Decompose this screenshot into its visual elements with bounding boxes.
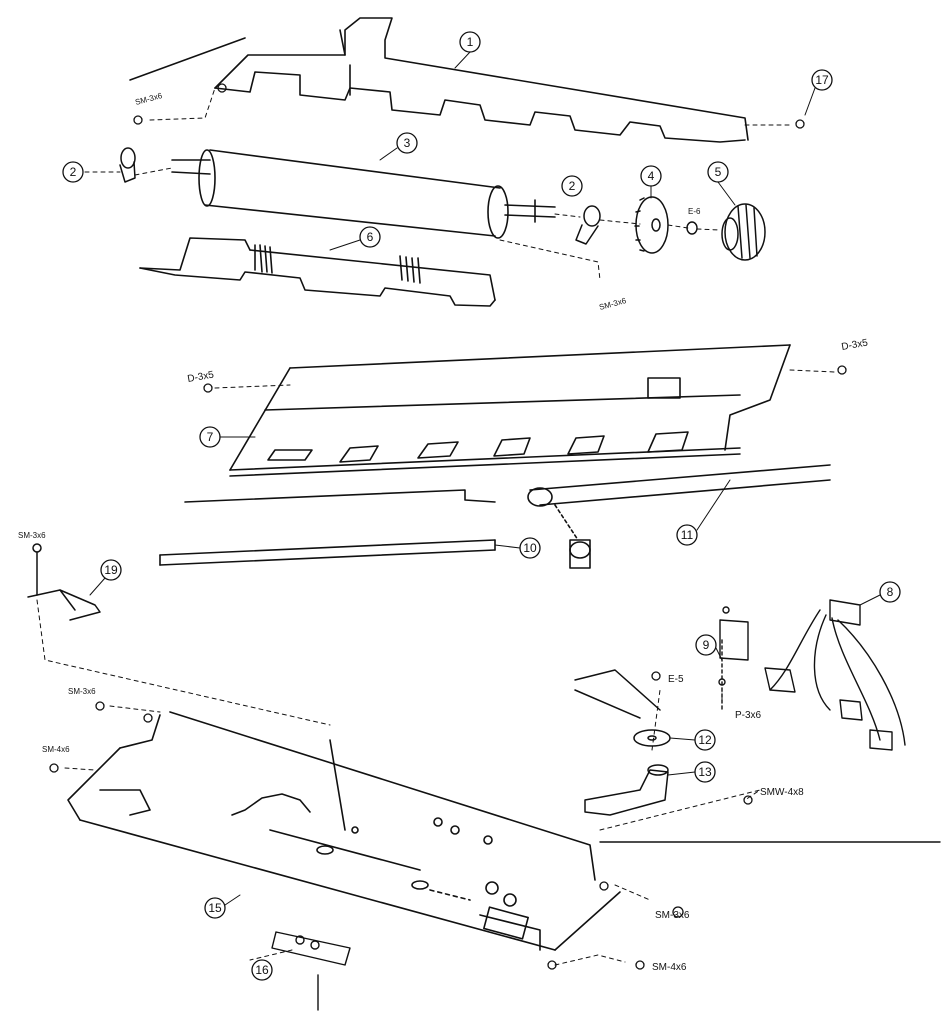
callout-7-label: 7 [207, 430, 214, 444]
callout-2-right: 2 [561, 175, 583, 197]
part-12-washer [574, 669, 671, 747]
callout-1-label: 1 [467, 35, 474, 49]
callout-4-label: 4 [648, 169, 655, 183]
part-15-chassis [67, 711, 621, 951]
label-smw4x8: SMW-4x8 [760, 787, 804, 798]
callout-17: 17 [804, 69, 833, 116]
callout-13-label: 13 [698, 765, 712, 779]
callout-11: 11 [676, 479, 731, 546]
callout-3: 3 [379, 132, 418, 161]
callout-11-label: 11 [681, 528, 694, 542]
part-1-upper-paper-guide [129, 17, 749, 143]
part-10-plate [159, 489, 496, 566]
part-13-lever [584, 764, 669, 816]
callout-9: 9 [695, 634, 723, 661]
callout-9-label: 9 [703, 638, 710, 652]
part-9-switch [718, 606, 749, 711]
callout-8: 8 [859, 581, 901, 606]
callout-2-right-label: 2 [569, 179, 576, 193]
label-sm4x6-left: SM-4x6 [42, 745, 70, 754]
callout-5: 5 [707, 161, 736, 206]
callout-16: 16 [251, 959, 273, 981]
callout-16-label: 16 [255, 963, 269, 977]
callout-19: 19 [89, 559, 122, 596]
callout-6-label: 6 [367, 230, 374, 244]
label-sm4x6-bottom: SM-4x6 [652, 962, 687, 973]
part-16-bracket [271, 931, 351, 1011]
callout-3-label: 3 [404, 136, 411, 150]
part-2-bushing-right [575, 205, 601, 245]
label-sm3x6-roller: SM-3x6 [598, 296, 627, 312]
callout-7: 7 [199, 426, 256, 448]
label-p3x6: P-3x6 [735, 710, 762, 721]
part-11-shaft [527, 464, 831, 569]
part-2-bushing-left [119, 147, 136, 183]
callout-4: 4 [640, 165, 662, 199]
callout-12-label: 12 [698, 733, 712, 747]
callout-8-label: 8 [887, 585, 894, 599]
callout-12: 12 [669, 729, 716, 751]
e6-retaining-ring [686, 221, 698, 235]
callout-15: 15 [204, 894, 241, 919]
part-3-platen-roller [171, 149, 556, 239]
label-sm3x6-right: SM-3x6 [655, 910, 690, 921]
callout-5-label: 5 [715, 165, 722, 179]
callout-2-left: 2 [62, 161, 84, 183]
callout-2-left-label: 2 [70, 165, 77, 179]
part-5-knob [721, 203, 766, 261]
label-sm3x6-chassis: SM-3x6 [68, 687, 96, 696]
label-sm3x6-bracket: SM-3x6 [18, 531, 46, 540]
label-d3x5-left: D-3x5 [187, 369, 216, 385]
callout-19-label: 19 [104, 563, 118, 577]
part-19-clip [27, 543, 101, 621]
callout-1: 1 [454, 31, 481, 69]
part-8-harness [764, 599, 906, 751]
label-sm3x6-top: SM-3x6 [134, 91, 163, 107]
label-e5: E-5 [668, 674, 684, 685]
callout-17-label: 17 [815, 73, 829, 87]
callouts: 1 2 2 3 4 5 6 [62, 31, 901, 981]
part-7-paper-table [229, 344, 791, 477]
screws [49, 83, 847, 970]
callout-10-label: 10 [523, 541, 537, 555]
part-4-gear [634, 196, 669, 254]
callout-13: 13 [667, 761, 716, 783]
label-e6: E-6 [688, 207, 701, 216]
callout-15-label: 15 [208, 901, 222, 915]
callout-10: 10 [494, 537, 541, 559]
callout-6: 6 [329, 226, 381, 251]
hardware-labels: SM-3x6 SM-3x6 D-3x5 D-3x5 E-6 SM-3x6 SM-… [18, 91, 869, 973]
label-d3x5-right: D-3x5 [841, 337, 870, 353]
part-6-lower-paper-guide [139, 237, 496, 307]
